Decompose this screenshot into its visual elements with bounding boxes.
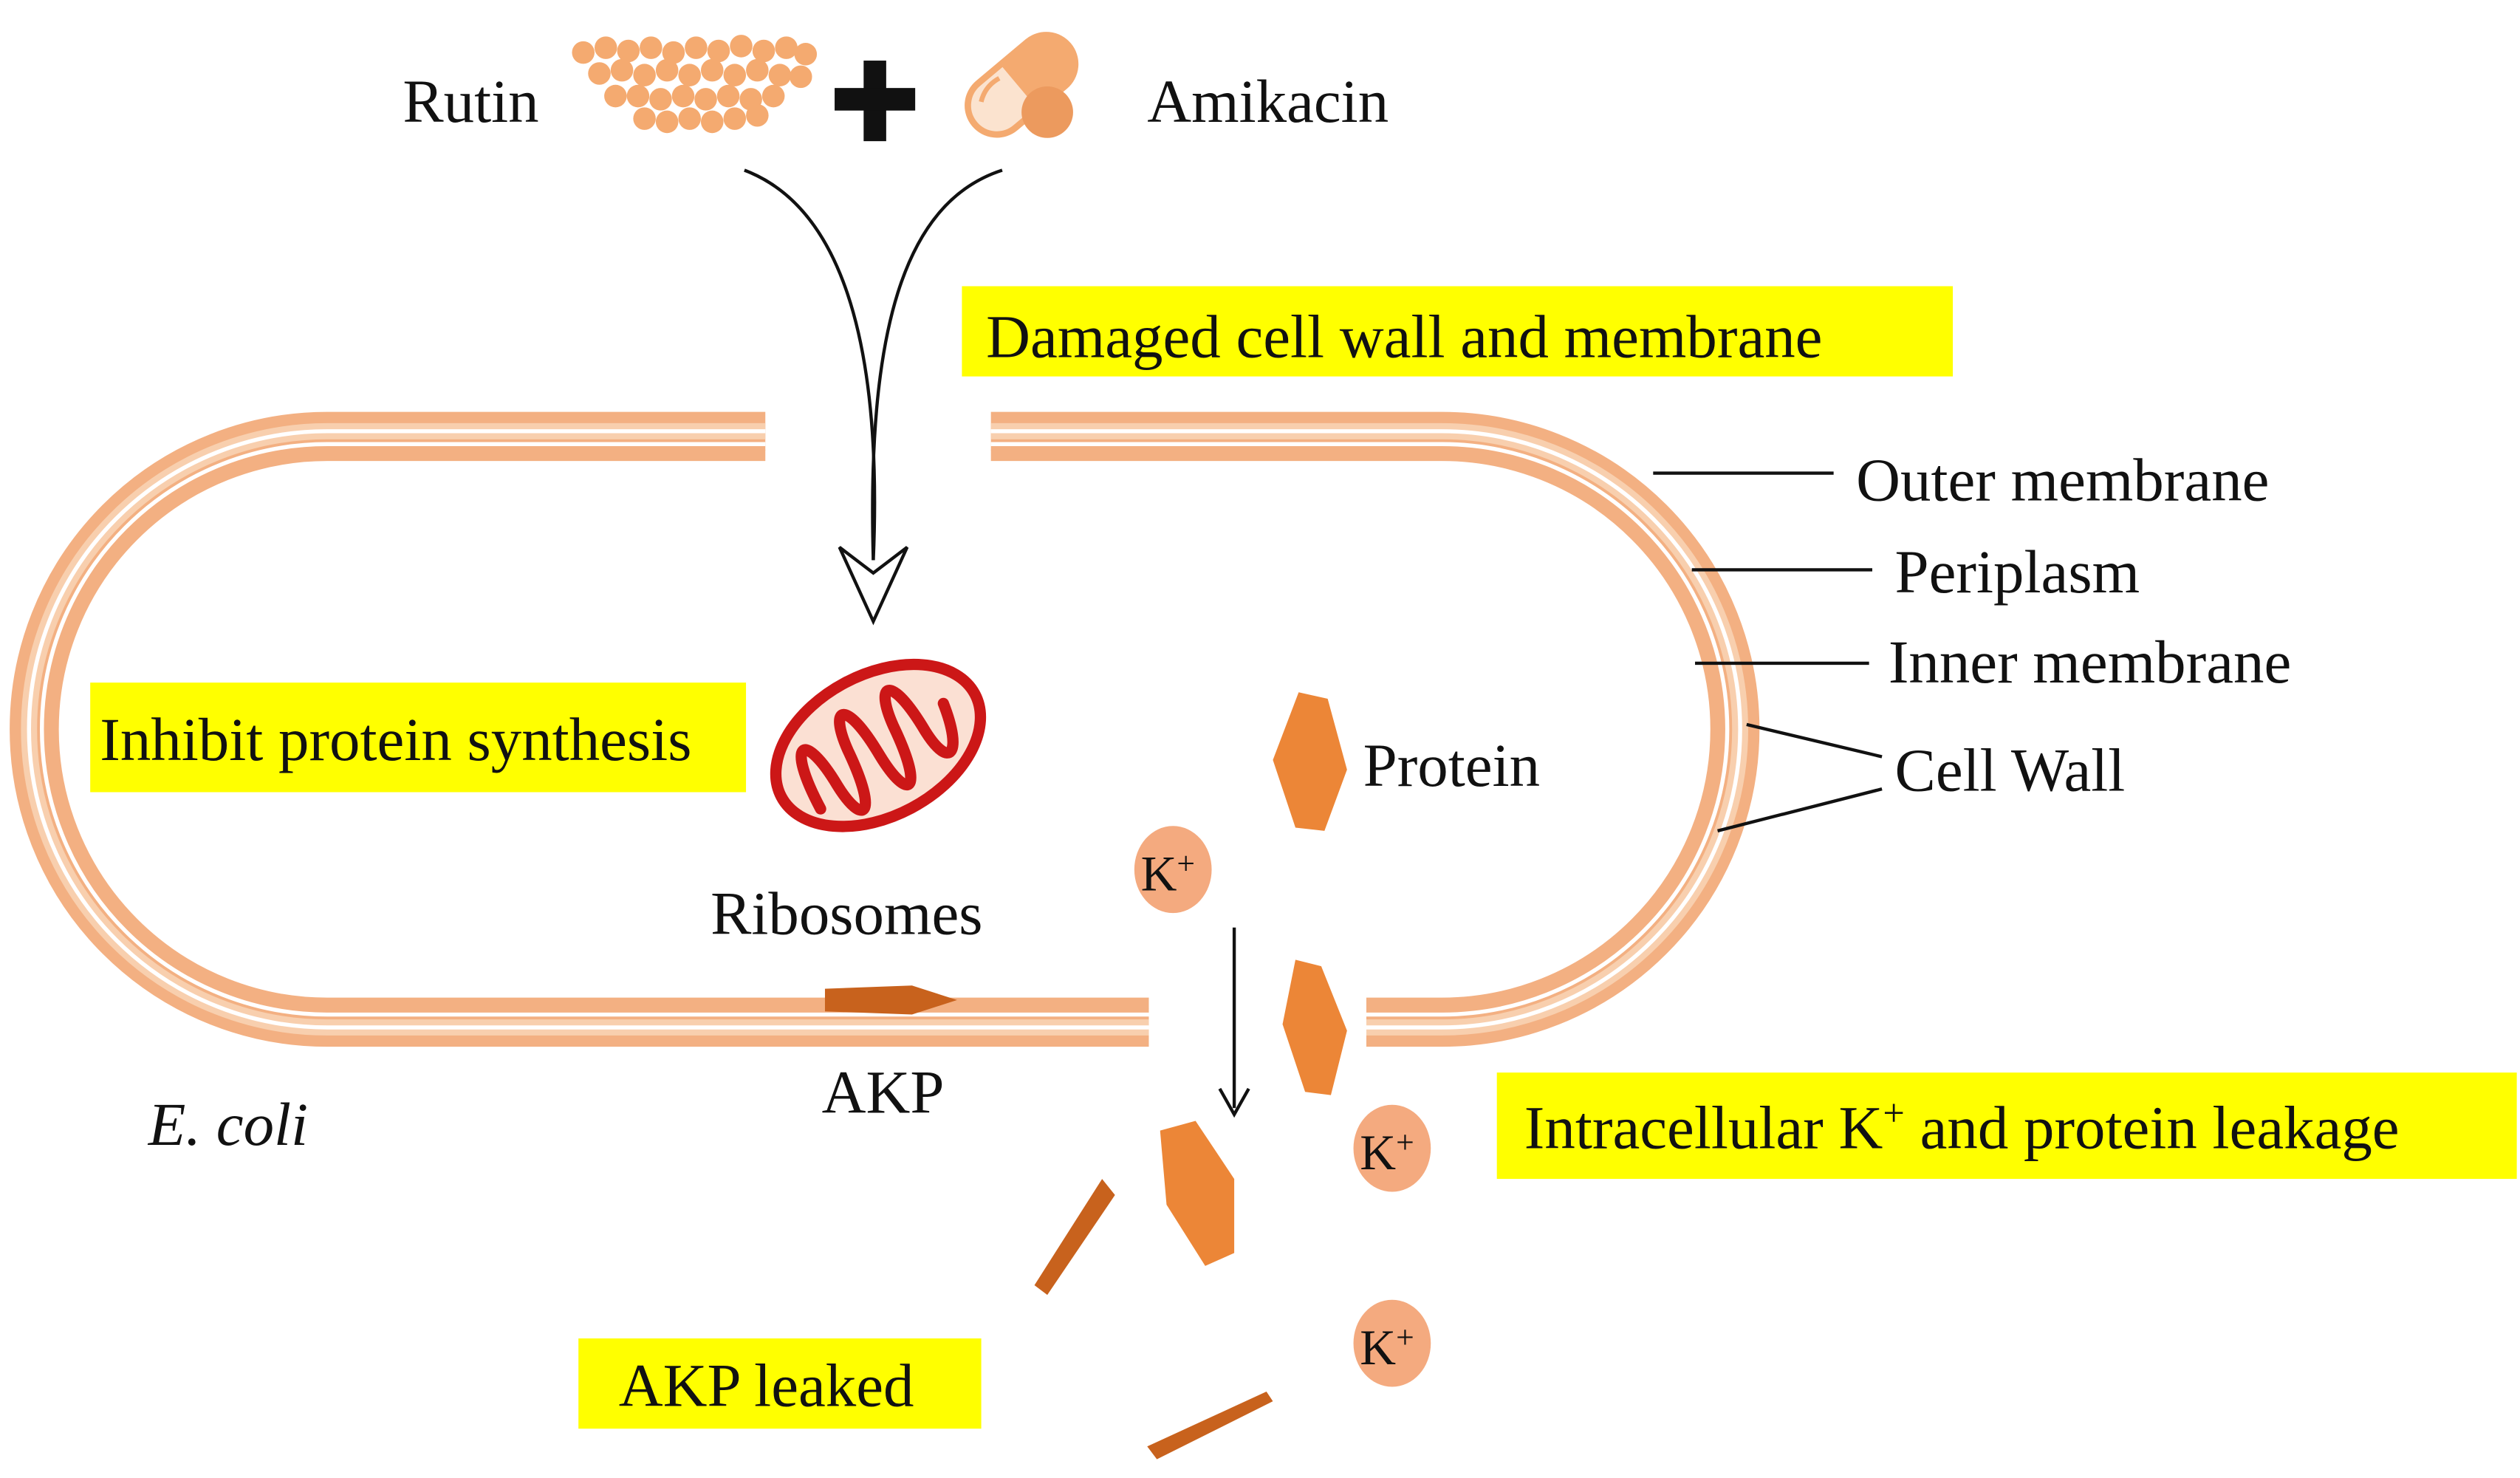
damaged-wall-callout: Damaged cell wall and membrane bbox=[962, 286, 1954, 377]
k-ion-inside: K+ bbox=[1134, 826, 1212, 914]
rutin-particles-icon bbox=[572, 35, 818, 134]
ribosome-icon bbox=[770, 658, 987, 832]
amikacin-pill-icon bbox=[1021, 86, 1073, 138]
inhibit-synthesis-callout: Inhibit protein synthesis bbox=[90, 682, 747, 793]
plus-icon bbox=[835, 61, 916, 142]
svg-text:Intracellular K+ and protein l: Intracellular K+ and protein leakage bbox=[1524, 1092, 2400, 1162]
svg-text:Damaged cell wall and membrane: Damaged cell wall and membrane bbox=[986, 302, 1822, 370]
svg-text:K+: K+ bbox=[1360, 1125, 1414, 1180]
cell-wall-label: Cell Wall bbox=[1895, 736, 2126, 804]
rutin-label: Rutin bbox=[403, 67, 538, 135]
organism-label: E. coli bbox=[148, 1090, 308, 1158]
rutin-arrow bbox=[744, 168, 877, 561]
akp-membrane-icon bbox=[824, 985, 957, 1015]
amikacin-arrow bbox=[871, 168, 1003, 561]
akp-leaked-icon-a bbox=[1034, 1179, 1115, 1296]
k-ion-leaked-b: K+ bbox=[1353, 1299, 1431, 1387]
protein-inside-icon bbox=[1273, 692, 1347, 831]
cell-wall-leader-b bbox=[1717, 787, 1883, 832]
protein-escaping-icon bbox=[1282, 959, 1347, 1095]
periplasm-label: Periplasm bbox=[1895, 538, 2140, 606]
svg-text:K+: K+ bbox=[1141, 846, 1195, 902]
leakage-callout: Intracellular K+ and protein leakage bbox=[1496, 1072, 2517, 1180]
amikacin-label: Amikacin bbox=[1147, 67, 1389, 135]
svg-text:K+: K+ bbox=[1360, 1320, 1414, 1375]
cell-wall-leader-a bbox=[1746, 722, 1883, 759]
akp-label: AKP bbox=[822, 1058, 945, 1126]
inner-membrane-label: Inner membrane bbox=[1889, 628, 2291, 696]
ribosomes-label: Ribosomes bbox=[711, 879, 982, 947]
akp-leaked-icon-b bbox=[1147, 1392, 1273, 1460]
akp-leaked-callout: AKP leaked bbox=[578, 1338, 982, 1429]
k-ion-leaked-a: K+ bbox=[1353, 1104, 1431, 1192]
svg-text:Inhibit protein synthesis: Inhibit protein synthesis bbox=[100, 705, 691, 773]
protein-leaked-icon bbox=[1160, 1121, 1235, 1266]
outer-membrane-label: Outer membrane bbox=[1856, 446, 2269, 514]
leakage-arrowhead bbox=[1218, 1087, 1250, 1118]
entry-arrowhead bbox=[838, 546, 909, 626]
svg-text:AKP leaked: AKP leaked bbox=[619, 1352, 914, 1420]
protein-label: Protein bbox=[1363, 731, 1540, 799]
